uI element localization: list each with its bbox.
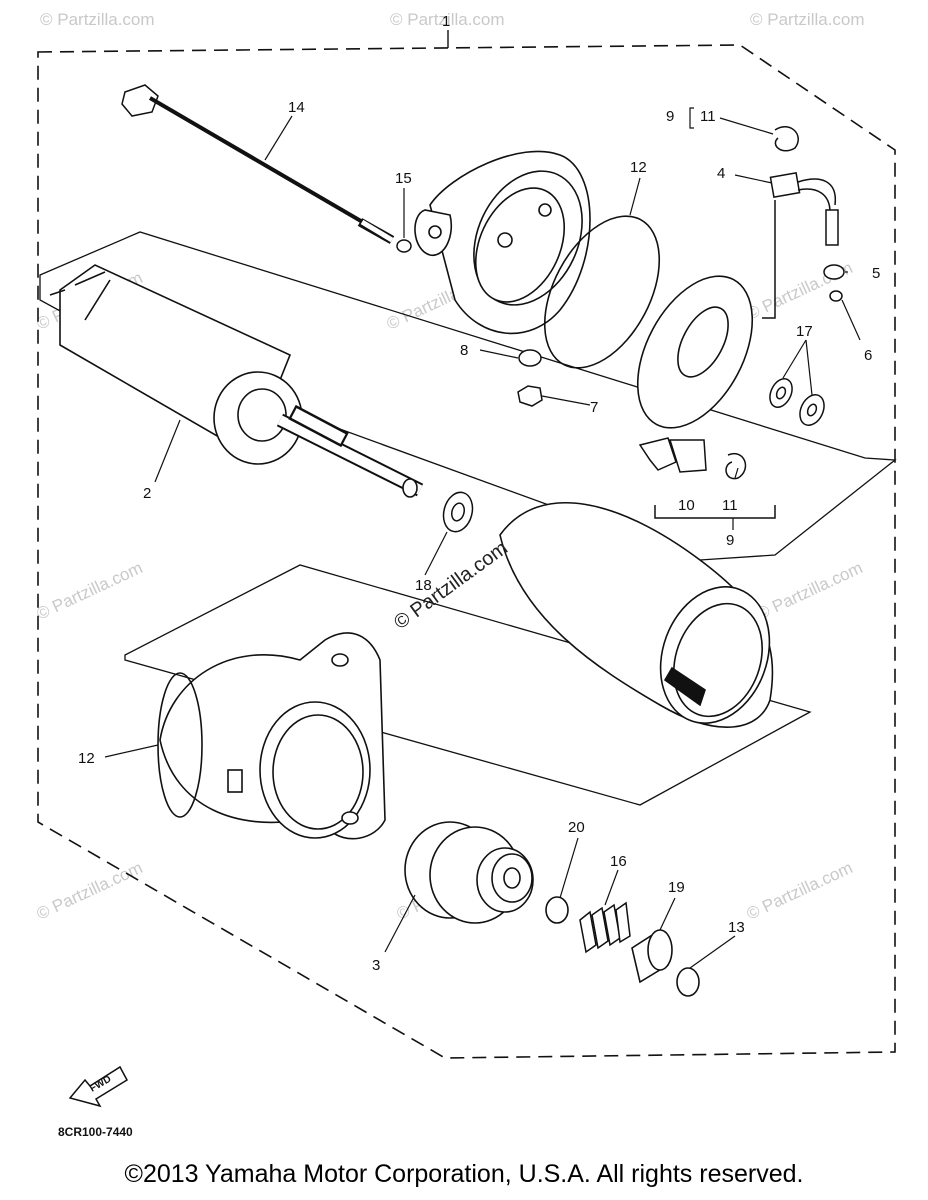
callout-4: 4	[717, 165, 725, 182]
watermark: © Partzilla.com	[750, 10, 865, 29]
brush-spring-top	[774, 126, 799, 152]
callout-5: 5	[872, 265, 880, 282]
watermark-main: © Partzilla.com	[390, 537, 512, 634]
brush-lead	[762, 172, 839, 319]
watermark: © Partzilla.com	[744, 858, 856, 924]
callout-1: 1	[442, 13, 450, 30]
spring-16	[579, 901, 631, 954]
callout-19: 19	[668, 879, 685, 896]
through-bolt	[121, 84, 395, 244]
callout-17: 17	[796, 323, 813, 340]
copyright-notice: ©2013 Yamaha Motor Corporation, U.S.A. A…	[124, 1160, 804, 1188]
front-cover	[159, 632, 386, 840]
callout-11-bottom: 11	[722, 497, 738, 514]
washer-18	[442, 491, 474, 533]
callout-16: 16	[610, 853, 627, 870]
brush-holder	[638, 437, 776, 519]
fwd-arrow-icon: FWD	[68, 1065, 128, 1108]
assembly-boundary	[37, 44, 896, 1059]
callout-2: 2	[143, 485, 151, 502]
callouts: 1 2 3 4 5 6 7 8 9 9 10 11 11 12 12 13 14…	[78, 13, 880, 974]
terminal-nut-washer	[823, 264, 845, 302]
callout-6: 6	[864, 347, 872, 364]
callout-3: 3	[372, 957, 380, 974]
large-o-ring-upper	[543, 215, 661, 369]
callout-8: 8	[460, 342, 468, 359]
watermark: © Partzilla.com	[34, 858, 146, 924]
collar-19	[631, 928, 673, 984]
callout-9-bottom: 9	[726, 532, 734, 549]
callout-10: 10	[678, 497, 695, 514]
nut-and-washer	[517, 349, 543, 407]
callout-14: 14	[288, 99, 305, 116]
small-o-ring	[396, 239, 412, 253]
watermark: © Partzilla.com	[34, 558, 146, 624]
callout-15: 15	[395, 170, 412, 187]
callout-9-top: 9	[666, 108, 674, 125]
lower-plane	[124, 564, 812, 806]
armature	[49, 264, 424, 498]
callout-12-top: 12	[630, 159, 647, 176]
circlip-20	[545, 896, 569, 924]
callout-20: 20	[568, 819, 585, 836]
callout-12-bottom: 12	[78, 750, 95, 767]
snap-ring-13	[676, 967, 700, 997]
brush-plate	[636, 275, 754, 429]
diagram-part-code: 8CR100-7440	[58, 1125, 133, 1139]
callout-18: 18	[415, 577, 432, 594]
bracket-9-11	[689, 107, 694, 129]
yoke-housing	[499, 502, 774, 728]
watermark: © Partzilla.com	[40, 10, 155, 29]
callout-7: 7	[590, 399, 598, 416]
washers-17	[769, 378, 825, 426]
watermark: © Partzilla.com	[390, 10, 505, 29]
rear-cover	[414, 150, 591, 335]
callout-13: 13	[728, 919, 745, 936]
leader-lines	[104, 115, 861, 969]
pinion-clutch	[404, 821, 534, 924]
callout-11-top: 11	[700, 108, 716, 125]
watermark: © Partzilla.com	[754, 558, 866, 624]
